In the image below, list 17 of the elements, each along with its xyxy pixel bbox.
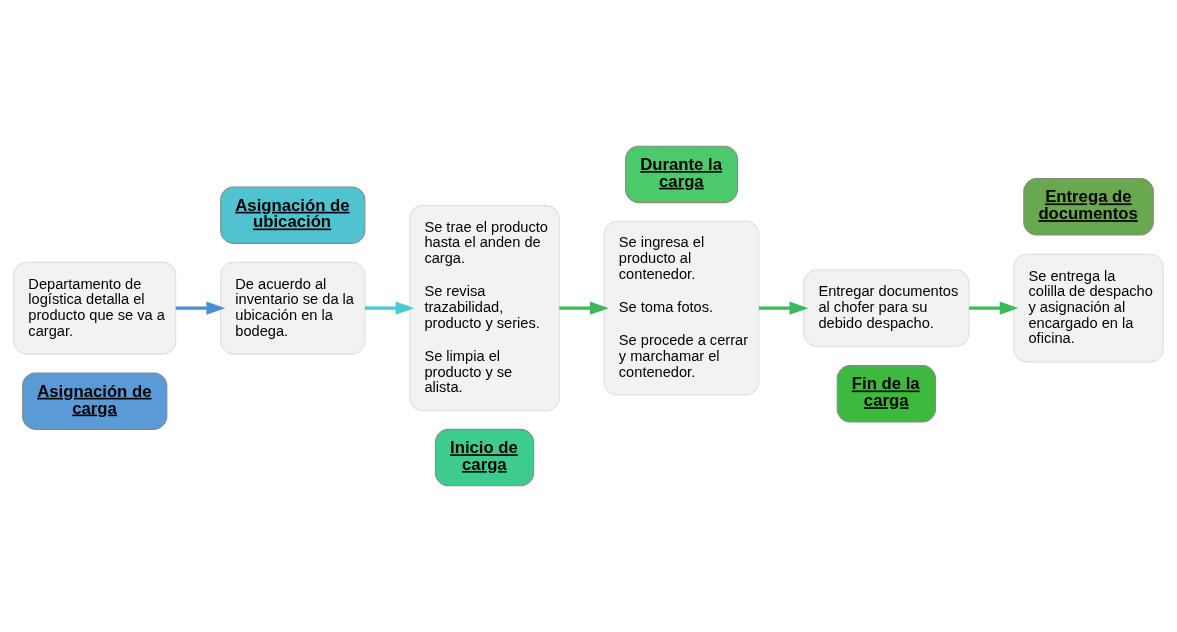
arrow [969, 301, 1019, 315]
node-box: Entrega de documentos [1023, 178, 1154, 236]
node-box: Entregar documentos al chofer para su debido despacho. [803, 269, 970, 347]
node-box: De acuerdo al inventario se da la ubicación en la bodega. [220, 261, 366, 355]
arrow [364, 301, 415, 315]
node-box: Asignación de carga [22, 372, 168, 430]
node-box: Se ingresa el producto al contenedor. Se toma fotos. Se procede a cerrar y marchamar el contenedor. [603, 220, 760, 396]
arrow [175, 301, 226, 315]
arrow [758, 301, 809, 315]
node-box: Se trae el producto hasta el anden de carga. Se revisa trazabilidad, producto y series. Se limpia el producto y se alista. [409, 205, 560, 412]
node-box: Fin de la carga [836, 365, 936, 423]
arrow [559, 301, 609, 315]
node-box: Asignación de ubicación [220, 186, 366, 244]
node-box: Inicio de carga [434, 428, 535, 487]
node-box: Departamento de logística detalla el producto que se va a cargar. [13, 261, 177, 355]
node-box: Se entrega la colilla de despacho y asignación al encargado en la oficina. [1013, 253, 1164, 363]
node-box: Durante la carga [625, 145, 738, 204]
